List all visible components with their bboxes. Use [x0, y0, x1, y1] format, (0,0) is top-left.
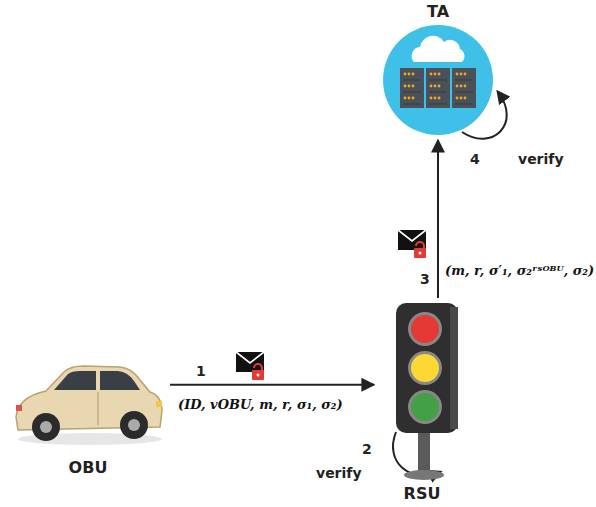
envelope-icon-part [254, 364, 262, 371]
cloud-server-icon-part-part [412, 85, 415, 88]
traffic-light-illustration-part [408, 390, 442, 424]
cloud-server-icon-part-part [404, 97, 407, 100]
envelope-icon-part [398, 230, 426, 241]
cloud-server-icon-part-part [404, 85, 407, 88]
cloud-server-icon-part-part [455, 104, 473, 105]
envelope-icon-part [252, 370, 264, 380]
cloud-server-icon-part [400, 68, 424, 108]
cloud-server-icon-part-part [438, 73, 441, 76]
car-illustration-part [16, 405, 22, 411]
cloud-server-icon-part-part [412, 97, 415, 100]
node-label: TA [427, 2, 449, 22]
traffic-light-illustration-part [418, 431, 430, 473]
cloud-server-icon-part-part [434, 73, 437, 76]
verify-loop [393, 432, 440, 475]
traffic-light-illustration-part [450, 307, 458, 429]
envelope-icon-part [414, 248, 426, 258]
envelope-icon [398, 230, 426, 258]
envelope-icon-part [257, 374, 260, 377]
traffic-light-illustration-part [396, 303, 458, 433]
cloud-server-icon-part-part [430, 97, 433, 100]
cloud-server-icon-part-part [455, 80, 473, 81]
message-tuple: (m, r, σ′₁, σ₂ʳˢᴼᴮᵁ, σ₂) [443, 262, 596, 280]
envelope-icon-part [236, 352, 264, 372]
traffic-light-illustration-part [411, 354, 439, 382]
traffic-light-illustration-part [411, 315, 439, 343]
car-illustration [8, 330, 168, 458]
traffic-light-illustration-part [408, 312, 442, 346]
cloud-server-icon-part-part [430, 73, 433, 76]
cloud-server-icon-part [383, 25, 493, 135]
envelope-icon-part [416, 242, 424, 249]
cloud-server-icon-part [412, 36, 465, 62]
car-illustration-part [100, 371, 140, 390]
cloud-server-icon-part-part [404, 73, 407, 76]
cloud-server-icon-part-part [408, 85, 411, 88]
cloud-server-icon-part-part [464, 85, 467, 88]
cloud-server-icon-part [403, 73, 473, 104]
step-number: 4 [470, 150, 480, 168]
cloud-server-icon-part-part [403, 104, 421, 105]
step-label: verify [518, 150, 564, 168]
cloud-server-icon-part-part [456, 73, 459, 76]
server-node: TA [370, 2, 506, 138]
cloud-server-icon-part [426, 68, 450, 108]
car-illustration-part [54, 371, 96, 390]
cloud-server-icon-part-part [408, 97, 411, 100]
cloud-server-icon-part-part [403, 92, 421, 93]
node-label: OBU [69, 458, 108, 478]
envelope-icon [236, 352, 264, 380]
car-illustration-part [120, 411, 148, 439]
cloud-server-icon-part-part [429, 80, 447, 81]
traffic-light-illustration-part [408, 351, 442, 385]
cloud-server-icon [370, 22, 506, 138]
cloud-server-icon-part-part [438, 85, 441, 88]
step-label: verify [316, 464, 362, 482]
cloud-server-icon-part-part [464, 73, 467, 76]
node-label: RSU [404, 484, 441, 504]
roadside-unit-node: RSU [372, 296, 472, 504]
cloud-server-icon-part-part [412, 73, 415, 76]
vehicle-node: OBU [8, 330, 168, 478]
cloud-server-icon-part-part [403, 80, 421, 81]
cloud-server-icon-part-part [455, 92, 473, 93]
step-number: 1 [196, 362, 206, 380]
cloud-server-icon-part-part [429, 92, 447, 93]
cloud-server-icon-part-part [460, 85, 463, 88]
envelope-icon-part [236, 352, 264, 363]
envelope-icon-part [419, 252, 422, 255]
step-number: 2 [362, 440, 372, 458]
car-illustration-part [128, 419, 140, 431]
cloud-server-icon-part-part [456, 97, 459, 100]
traffic-light-illustration [372, 296, 472, 484]
message-arrow [170, 384, 374, 386]
cloud-server-icon-part-part [429, 104, 447, 105]
message-arrow [437, 140, 439, 298]
cloud-server-icon-part-part [456, 85, 459, 88]
message-tuple: (ID, vOBU, m, r, σ₁, σ₂) [176, 396, 345, 414]
envelope-icon-part [398, 230, 426, 250]
car-illustration-part [40, 421, 52, 433]
traffic-light-illustration-part [411, 393, 439, 421]
cloud-server-icon-part-part [464, 97, 467, 100]
cloud-server-icon-part-part [460, 97, 463, 100]
cloud-server-icon-part [452, 68, 476, 108]
car-illustration-part [97, 392, 98, 425]
cloud-server-icon-part-part [434, 97, 437, 100]
cloud-server-icon-part-part [438, 97, 441, 100]
cloud-server-icon-part-part [408, 73, 411, 76]
step-number: 3 [420, 270, 430, 288]
car-illustration-part [32, 413, 60, 441]
cloud-server-icon-part-part [430, 85, 433, 88]
cloud-server-icon-part-part [460, 73, 463, 76]
traffic-light-illustration-part [404, 470, 444, 480]
cloud-server-icon-part-part [434, 85, 437, 88]
car-illustration-part [156, 401, 162, 407]
